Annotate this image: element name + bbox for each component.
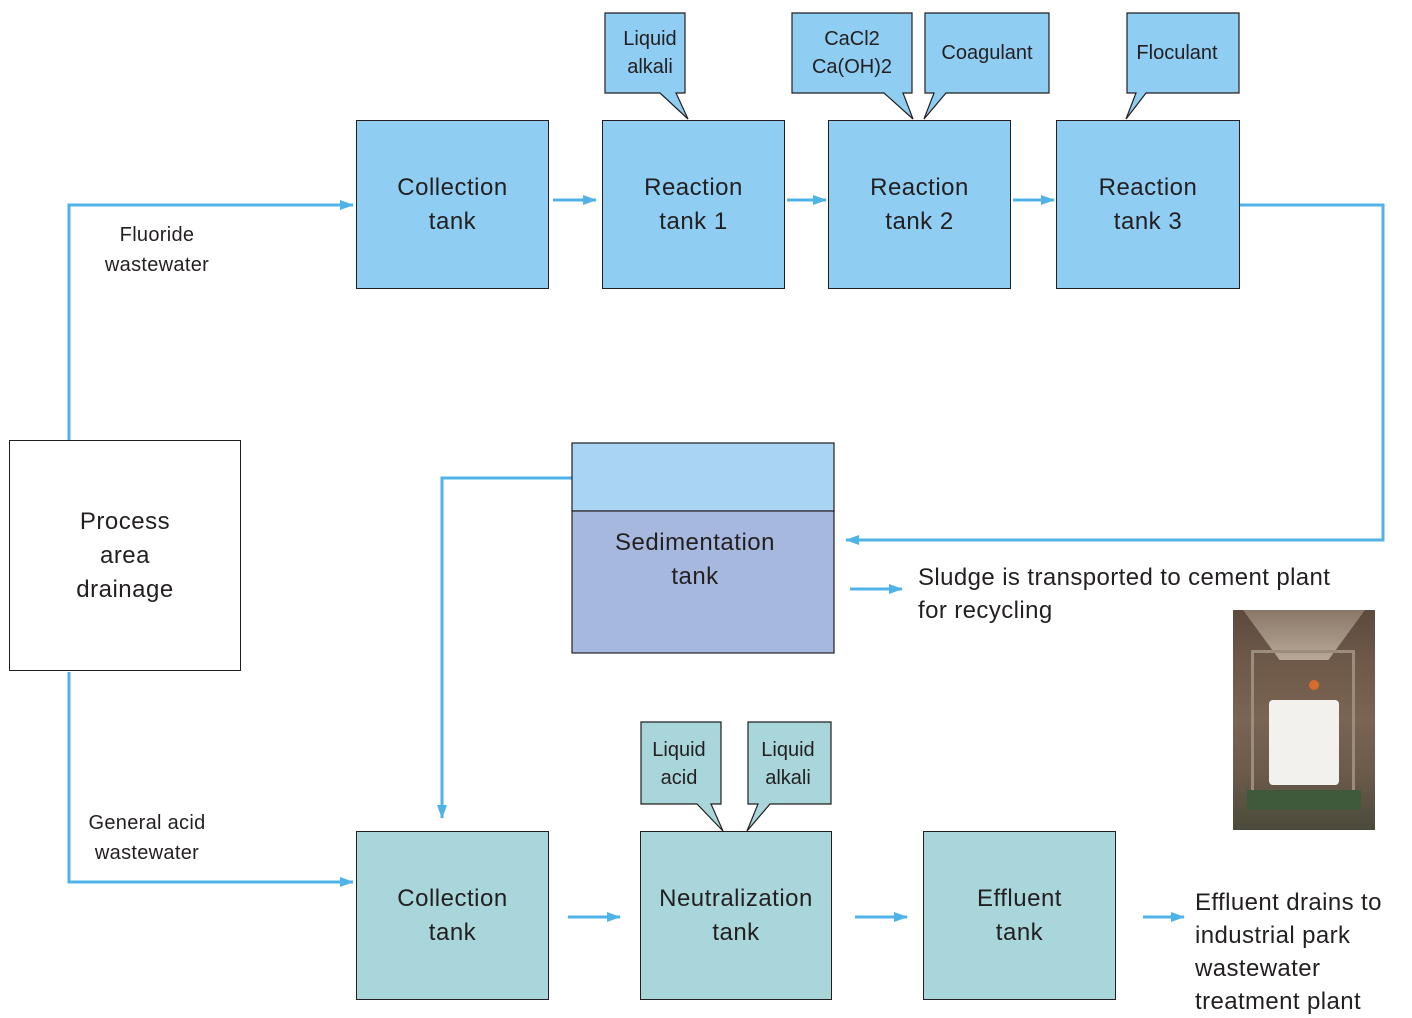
reaction-tank-1-label: Reaction tank 1 <box>644 173 743 235</box>
reaction-tank-3-label: Reaction tank 3 <box>1098 173 1198 235</box>
liquid-alkali-top-text: Liquid alkali <box>623 28 677 78</box>
callout-floculant <box>1125 12 1240 120</box>
acid-flow-line <box>67 672 354 887</box>
floculant-text: Floculant <box>1136 42 1218 64</box>
reaction-tank-2-box: Reaction tank 2 <box>828 120 1011 289</box>
effluent-tank-label: Effluent tank <box>977 884 1062 946</box>
reaction-tank-1-box: Reaction tank 1 <box>602 120 785 289</box>
callout-coagulant <box>923 12 1050 120</box>
callout-cacl2 <box>791 12 914 120</box>
reaction-tank-2-label: Reaction tank 2 <box>870 173 969 235</box>
sludge-bag-photo <box>1233 610 1375 830</box>
callout-liquid-alkali-bottom <box>746 721 832 832</box>
effluent-tank-box: Effluent tank <box>923 831 1116 1000</box>
collection-tank-bottom-label: Collection tank <box>397 884 508 946</box>
process-area-drainage-box: Process area drainage <box>9 440 241 671</box>
general-acid-wastewater-label: General acid wastewater <box>88 812 206 864</box>
sedimentation-tank-shape <box>571 442 835 654</box>
liquid-alkali-bottom-text: Liquid alkali <box>761 739 815 789</box>
fluoride-flow-line <box>67 200 354 440</box>
callout-liquid-acid <box>640 721 724 832</box>
reaction3-to-sedimentation-line <box>845 203 1385 545</box>
liquid-acid-text: Liquid acid <box>652 739 706 789</box>
collection-tank-bottom-box: Collection tank <box>356 831 549 1000</box>
neutralization-tank-box: Neutralization tank <box>640 831 832 1000</box>
sedimentation-to-collection-line <box>437 476 572 819</box>
process-area-drainage-label: Process area drainage <box>76 507 174 603</box>
callout-liquid-alkali-top <box>604 12 689 120</box>
collection-tank-top-label: Collection tank <box>397 173 508 235</box>
sludge-label: Sludge is transported to cement plant fo… <box>918 564 1331 624</box>
effluent-drains-label: Effluent drains to industrial park waste… <box>1195 889 1382 1015</box>
coagulant-text: Coagulant <box>941 42 1033 64</box>
cacl2-text: CaCl2 Ca(OH)2 <box>811 28 892 78</box>
sedimentation-tank-label: Sedimentation tank <box>615 529 775 590</box>
fluoride-wastewater-label: Fluoride wastewater <box>104 224 210 276</box>
neutralization-tank-label: Neutralization tank <box>659 884 813 946</box>
reaction-tank-3-box: Reaction tank 3 <box>1056 120 1240 289</box>
collection-tank-top-box: Collection tank <box>356 120 549 289</box>
